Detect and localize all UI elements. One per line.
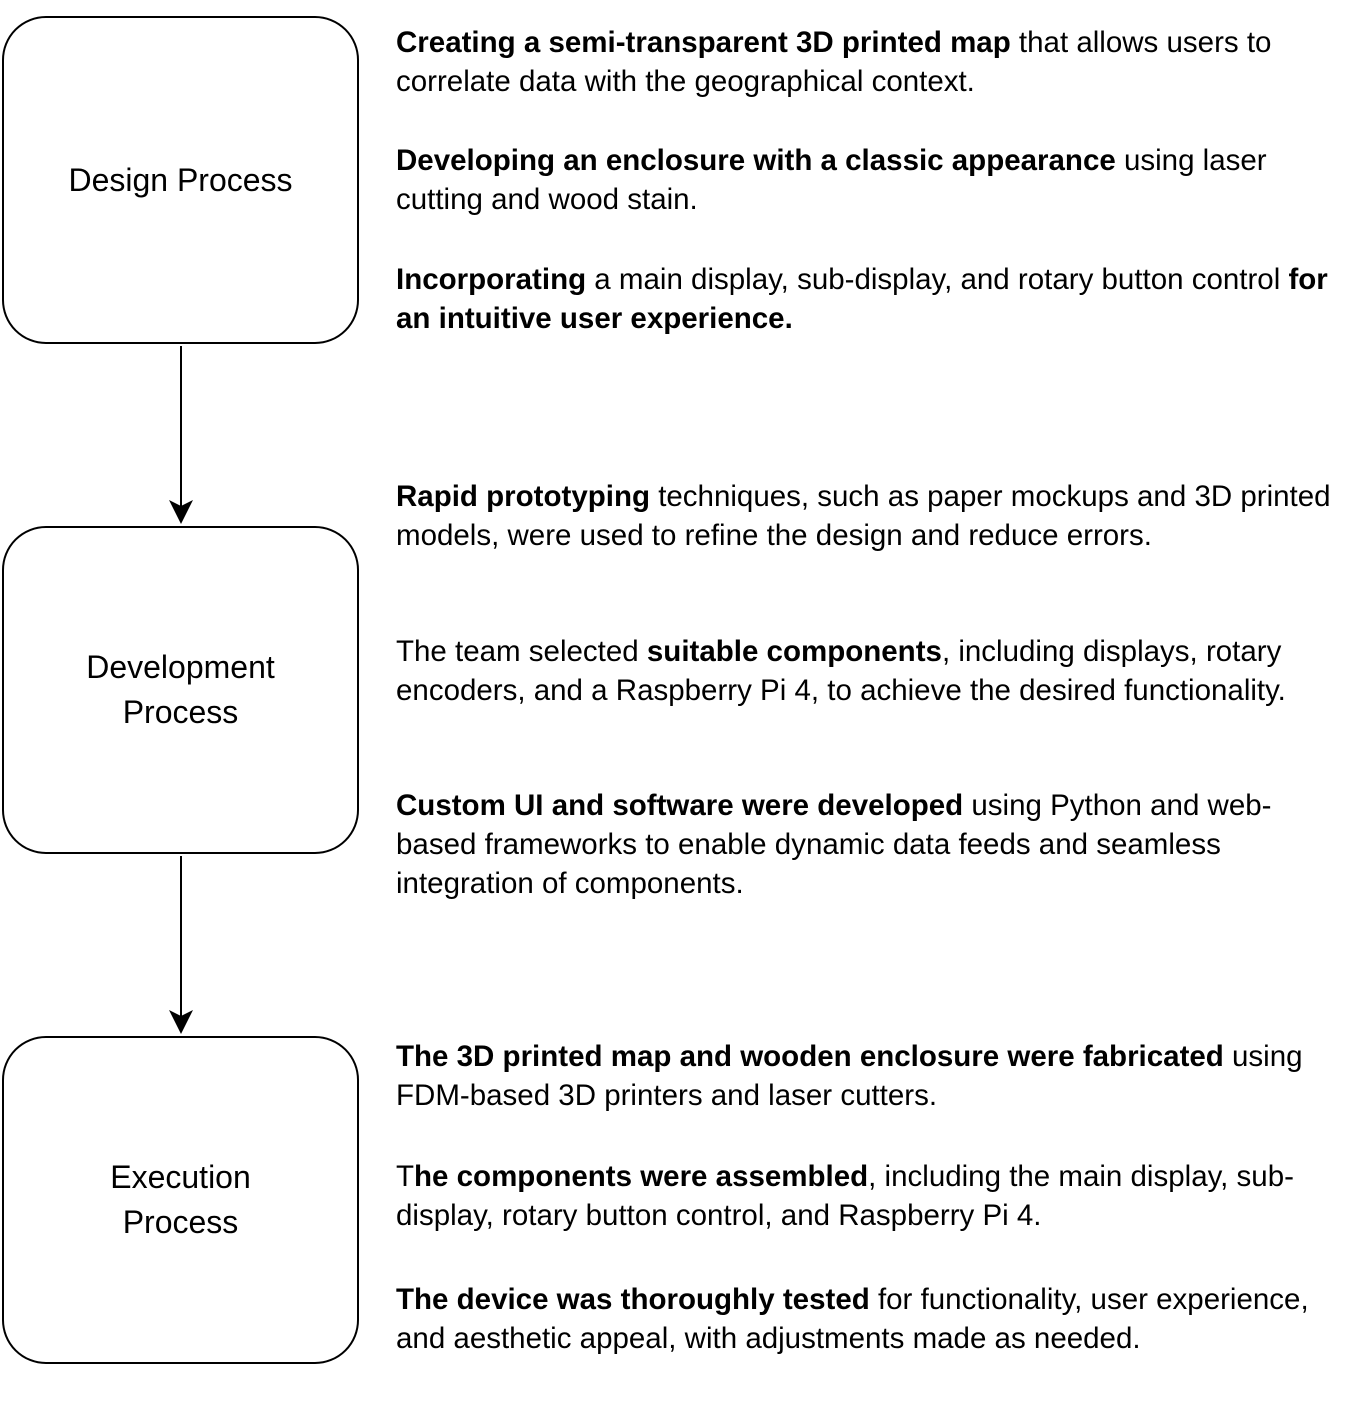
development-point-3: Custom UI and software were developed us… bbox=[396, 786, 1346, 903]
body-text: that allows users to correlate data with… bbox=[396, 26, 1272, 98]
development-point-2: The team selected suitable components, i… bbox=[396, 632, 1346, 710]
development-process-box: Development Process bbox=[2, 526, 359, 854]
execution-process-box: Execution Process bbox=[2, 1036, 359, 1364]
execution-point-3: The device was thoroughly tested for fun… bbox=[396, 1280, 1346, 1358]
design-process-label: Design Process bbox=[68, 161, 293, 198]
design-point-3: Incorporating a main display, sub-displa… bbox=[396, 260, 1346, 338]
design-process-box: Design Process bbox=[2, 16, 359, 344]
bold-text: The device was thoroughly tested bbox=[396, 1283, 870, 1316]
design-point-2: Developing an enclosure with a classic a… bbox=[396, 141, 1346, 219]
bold-text: Incorporating bbox=[396, 263, 587, 296]
body-text: for functionality, user experience, and … bbox=[396, 1283, 1309, 1355]
arrow-development-to-execution bbox=[169, 856, 193, 1034]
bold-text: he components were assembled bbox=[414, 1160, 869, 1193]
bold-text: suitable components bbox=[646, 635, 942, 668]
development-point-1: Rapid prototyping techniques, such as pa… bbox=[396, 477, 1346, 555]
execution-point-1: The 3D printed map and wooden enclosure … bbox=[396, 1037, 1346, 1115]
bold-text: Rapid prototyping bbox=[396, 480, 650, 513]
body-text: , including displays, rotary encoders, a… bbox=[396, 635, 1286, 707]
design-point-1: Creating a semi-transparent 3D printed m… bbox=[396, 23, 1346, 101]
bold-text: Creating a semi-transparent 3D printed m… bbox=[396, 26, 1011, 59]
body-text: using laser cutting and wood stain. bbox=[396, 144, 1267, 216]
body-text: techniques, such as paper mockups and 3D… bbox=[396, 480, 1331, 552]
development-process-label: Development Process bbox=[86, 649, 275, 730]
body-text: The team selected bbox=[396, 635, 647, 668]
execution-point-2: The components were assembled, including… bbox=[396, 1157, 1346, 1235]
body-text: T bbox=[396, 1160, 415, 1193]
arrow-design-to-development bbox=[169, 346, 193, 524]
bold-text: Custom UI and software were developed bbox=[396, 789, 964, 822]
bold-text: Developing an enclosure with a classic a… bbox=[396, 144, 1116, 177]
body-text: , including the main display, sub-displa… bbox=[396, 1160, 1294, 1232]
bold-text: for an intuitive user experience. bbox=[396, 263, 1328, 335]
body-text: using Python and web-based frameworks to… bbox=[396, 789, 1272, 900]
body-text: a main display, sub-display, and rotary … bbox=[586, 263, 1289, 296]
execution-process-label: Execution Process bbox=[110, 1159, 251, 1240]
bold-text: The 3D printed map and wooden enclosure … bbox=[396, 1040, 1224, 1073]
body-text: using FDM-based 3D printers and laser cu… bbox=[396, 1040, 1303, 1112]
